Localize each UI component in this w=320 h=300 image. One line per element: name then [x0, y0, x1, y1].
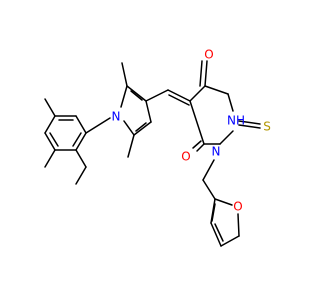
- bond: [44, 149, 56, 168]
- bond: [199, 60, 203, 87]
- bond: [227, 93, 234, 112]
- atom-label-nh: NH: [227, 114, 245, 128]
- bond: [238, 120, 261, 125]
- atom-labels: N O NH S N O O: [112, 48, 271, 214]
- atom-label-n2: N: [212, 145, 221, 159]
- bond: [204, 85, 229, 95]
- bond: [210, 222, 222, 247]
- bond: [75, 115, 87, 134]
- atom-label-o2: O: [181, 150, 190, 164]
- bond: [145, 100, 152, 123]
- bond: [168, 94, 190, 106]
- bond: [44, 115, 56, 134]
- bond: [44, 132, 56, 151]
- bond: [196, 143, 205, 152]
- atom-label-o1: O: [204, 48, 213, 62]
- bond: [214, 198, 233, 206]
- bond: [49, 132, 59, 147]
- bond-lines: [44, 60, 261, 247]
- atom-label-o3: O: [233, 200, 242, 214]
- bond: [204, 60, 208, 87]
- bond: [75, 166, 87, 185]
- atom-label-n1: N: [112, 110, 121, 124]
- bond: [202, 159, 215, 181]
- canvas-background: [0, 0, 300, 300]
- bond: [120, 85, 128, 108]
- bond: [126, 85, 147, 102]
- bond: [72, 132, 82, 147]
- bond: [211, 203, 216, 222]
- bond: [85, 117, 111, 134]
- bond: [44, 98, 56, 117]
- bond: [123, 120, 135, 136]
- bond: [220, 235, 240, 247]
- bond: [219, 130, 234, 145]
- atom-label-s: S: [263, 120, 271, 134]
- bond: [130, 90, 143, 101]
- molecule-structure-diagram: N O NH S N O O: [0, 0, 300, 300]
- bond: [237, 213, 240, 237]
- bond: [189, 100, 205, 145]
- bond: [214, 223, 224, 242]
- bond: [75, 132, 87, 151]
- bond: [121, 62, 128, 87]
- bond: [202, 179, 216, 200]
- bond: [127, 134, 135, 158]
- bond: [135, 122, 147, 132]
- bond: [238, 124, 261, 129]
- bond: [133, 121, 152, 136]
- bond: [167, 89, 191, 102]
- bond: [75, 149, 87, 168]
- bond: [192, 140, 202, 149]
- bond: [145, 89, 169, 102]
- bond: [189, 85, 206, 102]
